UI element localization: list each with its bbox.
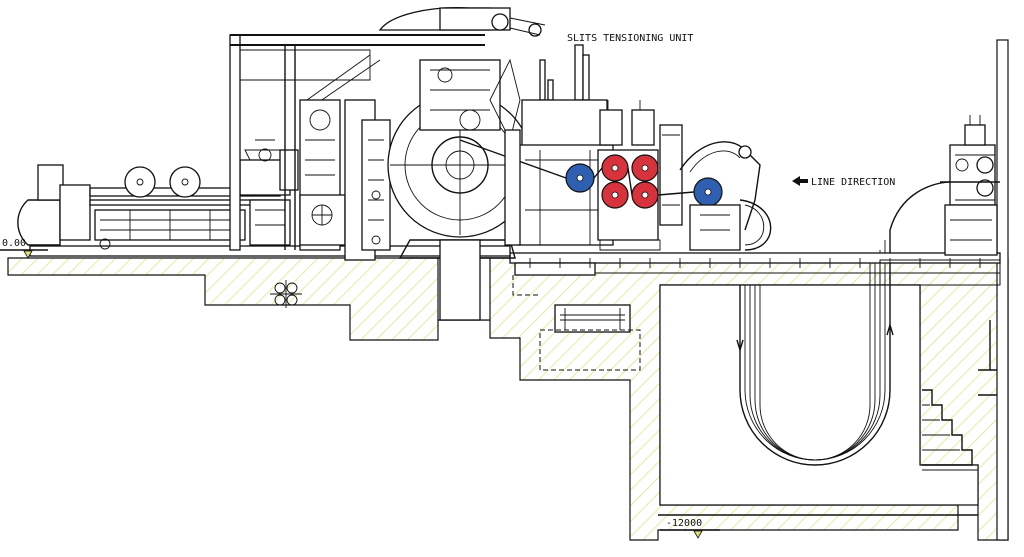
level-label-top: 0.00 — [2, 238, 26, 249]
arrow-left-icon — [792, 176, 808, 186]
level-marker-bottom — [693, 530, 703, 539]
title-label: SLITS TENSIONING UNIT — [567, 33, 693, 44]
tensioning-unit — [459, 44, 772, 251]
level-label-bottom: -12000 — [666, 518, 702, 529]
anchor-bolt-symbol — [270, 280, 302, 308]
strip-loops — [658, 181, 978, 516]
pit-stairs — [922, 389, 973, 466]
recoiler-drum — [378, 6, 546, 321]
entry-unit — [940, 115, 1000, 256]
exit-conveyor — [17, 139, 299, 250]
level-marker-top — [23, 250, 33, 259]
recoiler-frame — [229, 34, 485, 261]
line-direction-label: LINE DIRECTION — [811, 177, 895, 188]
